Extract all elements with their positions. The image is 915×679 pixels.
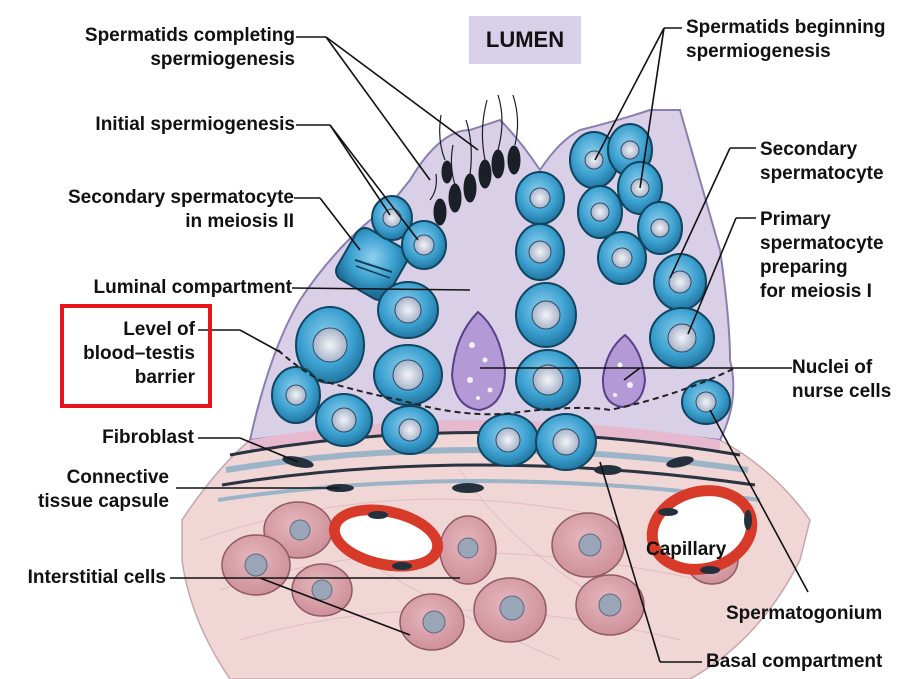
- label-line: Primary: [760, 208, 884, 232]
- label-line: preparing: [760, 256, 884, 280]
- label-fibroblast: Fibroblast: [102, 426, 194, 450]
- label-connective-tissue: Connective tissue capsule: [38, 466, 169, 514]
- label-basal-compartment: Basal compartment: [706, 650, 882, 674]
- lumen-label: LUMEN: [469, 16, 581, 64]
- label-line: spermiogenesis: [686, 40, 886, 64]
- label-primary-spermatocyte: Primary spermatocyte preparing for meios…: [760, 208, 884, 304]
- label-spermatids-beginning: Spermatids beginning spermiogenesis: [686, 16, 886, 64]
- label-line: Nuclei of: [792, 356, 891, 380]
- label-line: Secondary: [760, 138, 884, 162]
- label-line: Spermatids beginning: [686, 16, 886, 40]
- label-line: tissue capsule: [38, 490, 169, 514]
- label-line: spermatocyte: [760, 162, 884, 186]
- label-nuclei-nurse-cells: Nuclei of nurse cells: [792, 356, 891, 404]
- label-line: spermatocyte: [760, 232, 884, 256]
- label-secondary-spermatocyte-meiosis: Secondary spermatocyte in meiosis II: [68, 186, 294, 234]
- label-line: nurse cells: [792, 380, 891, 404]
- highlight-box: [60, 304, 212, 408]
- label-line: Connective: [38, 466, 169, 490]
- label-line: Spermatids completing: [85, 24, 295, 48]
- label-interstitial-cells: Interstitial cells: [28, 566, 166, 590]
- label-line: Secondary spermatocyte: [68, 186, 294, 210]
- label-line: for meiosis I: [760, 280, 884, 304]
- label-spermatogonium: Spermatogonium: [726, 602, 882, 626]
- label-luminal-compartment: Luminal compartment: [94, 276, 292, 300]
- label-initial-spermiogenesis: Initial spermiogenesis: [95, 113, 295, 137]
- label-spermatids-completing: Spermatids completing spermiogenesis: [85, 24, 295, 72]
- label-line: spermiogenesis: [85, 48, 295, 72]
- label-secondary-spermatocyte: Secondary spermatocyte: [760, 138, 884, 186]
- label-line: in meiosis II: [68, 210, 294, 234]
- label-capillary: Capillary: [646, 538, 726, 562]
